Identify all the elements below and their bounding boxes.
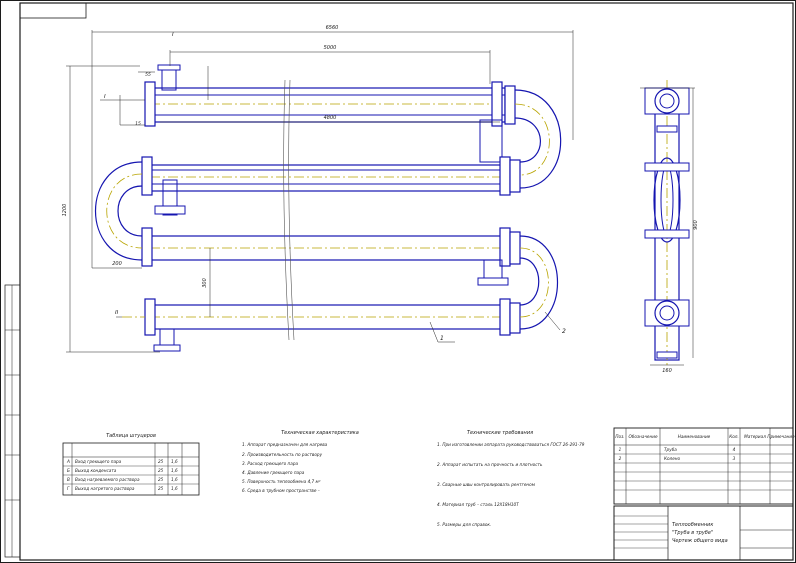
- svg-text:А: А: [66, 459, 70, 464]
- svg-text:1. Аппарат предназначен для на: 1. Аппарат предназначен для нагрева: [242, 442, 328, 447]
- svg-text:Г: Г: [67, 486, 70, 491]
- pipe-run-2: [141, 156, 521, 216]
- dimension-lines: [66, 30, 574, 353]
- svg-text:Колено: Колено: [664, 456, 681, 461]
- dim-left-offset: 200: [112, 261, 122, 267]
- svg-text:25: 25: [158, 468, 164, 473]
- svg-text:25: 25: [158, 459, 164, 464]
- title-line-2: "Труба в трубе": [672, 530, 713, 536]
- svg-text:5. Размеры для справок.: 5. Размеры для справок.: [437, 522, 491, 527]
- title-block: Теплообменник "Труба в трубе" Чертеж общ…: [613, 505, 794, 561]
- inner-frame: [19, 2, 794, 561]
- binding-strip: [4, 284, 21, 558]
- svg-text:3: 3: [733, 456, 736, 461]
- svg-text:25: 25: [158, 477, 164, 482]
- svg-text:Обозначение: Обозначение: [628, 434, 657, 439]
- svg-text:1,6: 1,6: [171, 468, 178, 473]
- svg-text:Б: Б: [67, 468, 70, 473]
- tech-characteristics: Техническая характеристика 1. Аппарат пр…: [242, 430, 359, 493]
- dim-inner-length: 4800: [324, 115, 337, 121]
- svg-text:1,6: 1,6: [171, 459, 178, 464]
- title-line-3: Чертеж общего вида: [672, 538, 728, 544]
- svg-text:Материал: Материал: [744, 434, 766, 439]
- callout-1: 1: [440, 335, 444, 342]
- callout-2: 2: [562, 328, 566, 335]
- spec-table: Поз. Обозначение Наименование Кол. Матер…: [613, 427, 795, 505]
- dim-tube-length: 5000: [324, 45, 337, 51]
- svg-text:Выход конденсата: Выход конденсата: [75, 468, 117, 473]
- svg-text:Вход нагреваемого раствора: Вход нагреваемого раствора: [75, 477, 140, 482]
- inlet-label-b: II: [115, 310, 119, 316]
- svg-text:3. Расход греющего пара: 3. Расход греющего пара: [242, 461, 299, 466]
- break-line-2: [288, 79, 295, 341]
- dim-pitch-bottom: 300: [202, 278, 208, 288]
- svg-text:2. Производительность по раств: 2. Производительность по раствору: [242, 452, 323, 457]
- svg-text:Кол.: Кол.: [729, 434, 739, 439]
- dim-side-height: 900: [693, 220, 699, 230]
- dim-overall-length: 6560: [326, 25, 339, 31]
- svg-text:4. Материал труб – сталь 12Х18: 4. Материал труб – сталь 12Х18Н10Т: [437, 502, 519, 507]
- tech-char-title: Техническая характеристика: [281, 430, 359, 436]
- svg-text:Поз.: Поз.: [615, 434, 624, 439]
- pipe-run-1: [144, 64, 516, 163]
- dim-flange-small: 55: [145, 72, 151, 78]
- side-view: 900 160: [640, 80, 699, 374]
- u-bend-right-top: [514, 89, 562, 189]
- svg-text:2. Аппарат испытать на прочнос: 2. Аппарат испытать на прочность и плотн…: [437, 462, 543, 467]
- svg-text:2: 2: [619, 456, 622, 461]
- svg-text:1,6: 1,6: [171, 477, 178, 482]
- svg-text:4. Давление греющего пара: 4. Давление греющего пара: [242, 470, 305, 475]
- svg-text:4: 4: [733, 447, 736, 452]
- tech-requirements: Технические требования 1. При изготовлен…: [437, 430, 585, 527]
- dim-height: 1200: [62, 204, 68, 217]
- svg-text:1: 1: [619, 447, 622, 452]
- u-bend-left: [95, 161, 143, 261]
- svg-text:Выход нагретого раствора: Выход нагретого раствора: [75, 486, 135, 491]
- u-bend-right-bottom: [519, 235, 559, 330]
- break-line-1: [283, 79, 290, 341]
- svg-text:1. При изготовлении аппарата р: 1. При изготовлении аппарата руководство…: [437, 442, 585, 447]
- inlet-label-a: I: [104, 94, 106, 100]
- svg-text:В: В: [67, 477, 70, 482]
- svg-text:1,6: 1,6: [171, 486, 178, 491]
- svg-text:Вход греющего пара: Вход греющего пара: [75, 459, 122, 464]
- svg-text:3. Сварные швы контролировать: 3. Сварные швы контролировать рентгеном: [437, 482, 535, 487]
- svg-text:6. Среда в трубном пространств: 6. Среда в трубном пространстве –: [242, 488, 320, 493]
- svg-text:Примечание: Примечание: [767, 434, 795, 439]
- pipe-run-3: [141, 227, 521, 286]
- pipe-run-4: [122, 298, 521, 352]
- svg-text:5. Поверхность теплообмена 4,7: 5. Поверхность теплообмена 4,7 м²: [242, 479, 321, 484]
- section-mark: I: [172, 32, 174, 38]
- title-line-1: Теплообменник: [672, 522, 713, 528]
- svg-text:Труба: Труба: [664, 447, 677, 452]
- dim-flange: 15: [135, 121, 141, 127]
- svg-text:25: 25: [158, 486, 164, 491]
- stamp-box: [19, 2, 87, 19]
- connections-table-title: Таблица штуцеров: [106, 433, 156, 439]
- dim-side-width: 160: [662, 368, 672, 374]
- front-view: 6560 5000 4800 1200 300 200 55 15 I II I…: [62, 25, 574, 353]
- connections-table: Таблица штуцеров А Вход греющего пара 25…: [62, 433, 200, 496]
- svg-text:Наименование: Наименование: [678, 434, 711, 439]
- tech-req-title: Технические требования: [467, 430, 533, 436]
